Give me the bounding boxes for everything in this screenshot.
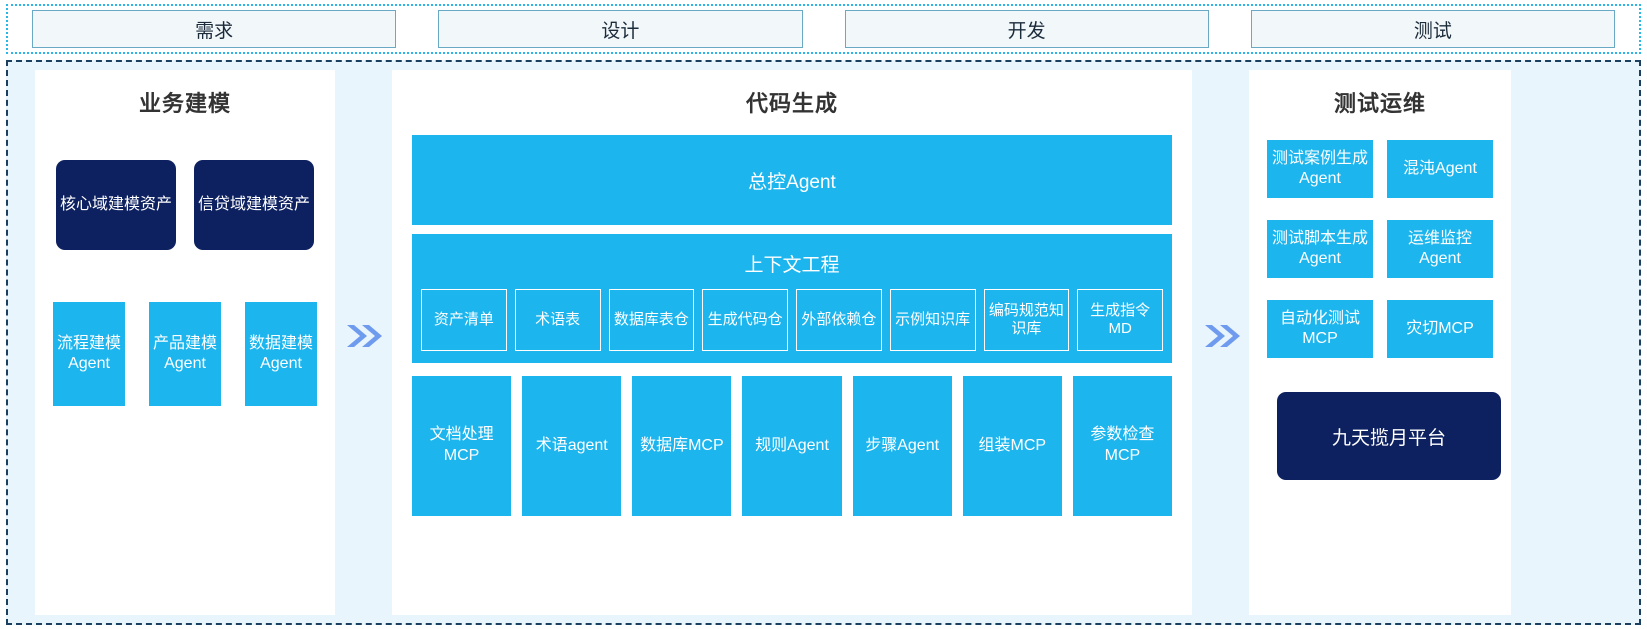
mcp-disaster-switch[interactable]: 灾切MCP bbox=[1387, 300, 1493, 358]
context-item-generation-instruction-md[interactable]: 生成指令MD bbox=[1077, 289, 1163, 351]
code-generation-tools-row: 文档处理MCP 术语agent 数据库MCP 规则Agent 步骤Agent 组… bbox=[412, 376, 1172, 516]
panel-title-code-generation: 代码生成 bbox=[745, 91, 838, 116]
phase-bar: 需求 设计 开发 测试 bbox=[6, 4, 1641, 54]
panel-test-operations: 测试运维 测试案例生成Agent 混沌Agent 测试脚本生成Agent 运维监… bbox=[1249, 70, 1511, 615]
tool-step-agent[interactable]: 步骤Agent bbox=[852, 376, 952, 516]
panel-title-business-modeling: 业务建模 bbox=[138, 91, 231, 116]
agent-data-modeling[interactable]: 数据建模Agent bbox=[245, 302, 317, 406]
agent-test-script-generation[interactable]: 测试脚本生成Agent bbox=[1267, 220, 1373, 278]
panel-title-test-operations: 测试运维 bbox=[1333, 91, 1426, 116]
master-control-agent[interactable]: 总控Agent bbox=[412, 135, 1172, 225]
context-engineering-block: 上下文工程 资产清单 术语表 数据库表仓 生成代码仓 外部依赖仓 示例知识库 编… bbox=[412, 234, 1172, 363]
asset-credit-domain[interactable]: 信贷域建模资产 bbox=[194, 160, 314, 250]
agent-product-modeling[interactable]: 产品建模Agent bbox=[149, 302, 221, 406]
code-generation-stack: 总控Agent 上下文工程 资产清单 术语表 数据库表仓 生成代码仓 外部依赖仓… bbox=[392, 118, 1192, 516]
phase-box-development[interactable]: 开发 bbox=[844, 10, 1209, 48]
context-items-row: 资产清单 术语表 数据库表仓 生成代码仓 外部依赖仓 示例知识库 编码规范知识库… bbox=[421, 289, 1163, 351]
phase-label: 开发 bbox=[1007, 20, 1046, 42]
agent-process-modeling[interactable]: 流程建模Agent bbox=[53, 302, 125, 406]
phase-label: 设计 bbox=[601, 20, 640, 42]
context-item-glossary[interactable]: 术语表 bbox=[514, 289, 601, 351]
test-ops-row-3: 自动化测试MCP 灾切MCP bbox=[1267, 300, 1493, 358]
platform-jiutian-lanyue[interactable]: 九天揽月平台 bbox=[1277, 392, 1501, 480]
phase-label: 需求 bbox=[195, 20, 234, 42]
context-engineering-title: 上下文工程 bbox=[744, 255, 840, 276]
mcp-automated-testing[interactable]: 自动化测试MCP bbox=[1267, 300, 1373, 358]
tool-rule-agent[interactable]: 规则Agent bbox=[742, 376, 842, 516]
flow-inner: 业务建模 核心域建模资产 信贷域建模资产 流程建模Agent 产品建模Agent… bbox=[16, 70, 1631, 615]
context-item-example-kb[interactable]: 示例知识库 bbox=[889, 289, 976, 351]
test-ops-row-1: 测试案例生成Agent 混沌Agent bbox=[1267, 140, 1493, 198]
panel-business-modeling: 业务建模 核心域建模资产 信贷域建模资产 流程建模Agent 产品建模Agent… bbox=[35, 70, 335, 615]
flow-region: 业务建模 核心域建模资产 信贷域建模资产 流程建模Agent 产品建模Agent… bbox=[6, 60, 1641, 625]
tool-assembly-mcp[interactable]: 组装MCP bbox=[962, 376, 1062, 516]
phase-label: 测试 bbox=[1413, 20, 1452, 42]
phase-box-testing[interactable]: 测试 bbox=[1250, 10, 1615, 48]
phase-box-requirements[interactable]: 需求 bbox=[32, 10, 397, 48]
context-item-coding-standard-kb[interactable]: 编码规范知识库 bbox=[983, 289, 1070, 351]
double-chevron-right-icon bbox=[343, 317, 385, 355]
business-agents-row: 流程建模Agent 产品建模Agent 数据建模Agent bbox=[35, 302, 335, 406]
agent-ops-monitoring[interactable]: 运维监控Agent bbox=[1387, 220, 1493, 278]
phase-box-design[interactable]: 设计 bbox=[438, 10, 803, 48]
agent-chaos[interactable]: 混沌Agent bbox=[1387, 140, 1493, 198]
agent-test-case-generation[interactable]: 测试案例生成Agent bbox=[1267, 140, 1373, 198]
context-item-db-table-repo[interactable]: 数据库表仓 bbox=[608, 289, 695, 351]
tool-document-processing-mcp[interactable]: 文档处理MCP bbox=[412, 376, 512, 516]
context-item-external-dep-repo[interactable]: 外部依赖仓 bbox=[796, 289, 882, 351]
tool-glossary-agent[interactable]: 术语agent bbox=[522, 376, 622, 516]
test-operations-grid: 测试案例生成Agent 混沌Agent 测试脚本生成Agent 运维监控Agen… bbox=[1249, 140, 1511, 358]
tool-database-mcp[interactable]: 数据库MCP bbox=[632, 376, 732, 516]
double-chevron-right-icon bbox=[1201, 317, 1243, 355]
asset-core-domain[interactable]: 核心域建模资产 bbox=[56, 160, 176, 250]
context-item-generated-code-repo[interactable]: 生成代码仓 bbox=[702, 289, 788, 351]
panel-code-generation: 代码生成 总控Agent 上下文工程 资产清单 术语表 数据库表仓 生成代码仓 … bbox=[392, 70, 1192, 615]
context-item-asset-list[interactable]: 资产清单 bbox=[421, 289, 507, 351]
business-assets-row: 核心域建模资产 信贷域建模资产 bbox=[35, 160, 335, 250]
tool-parameter-check-mcp[interactable]: 参数检查MCP bbox=[1072, 376, 1172, 516]
test-ops-row-2: 测试脚本生成Agent 运维监控Agent bbox=[1267, 220, 1493, 278]
